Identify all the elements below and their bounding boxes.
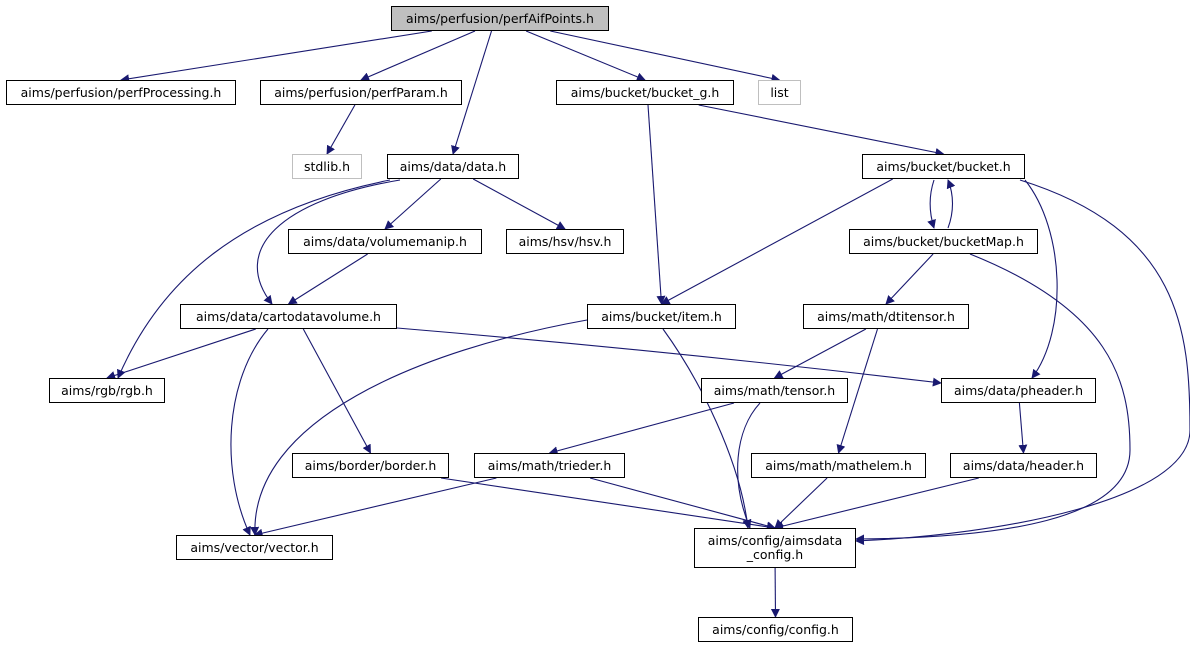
- edge-trieder-to-aimsdata-config: [590, 478, 775, 528]
- node-tensor[interactable]: aims/math/tensor.h: [701, 378, 848, 403]
- edge-pheader-to-header: [1019, 403, 1023, 453]
- edge-item-to-vector: [255, 320, 587, 535]
- edge-bucket-g-to-bucket: [699, 105, 944, 154]
- edge-mathelem-to-aimsdata-config: [775, 478, 827, 528]
- node-bucket-g[interactable]: aims/bucket/bucket_g.h: [556, 80, 734, 105]
- edge-data-to-volumemanip: [385, 179, 441, 229]
- edge-volumemanip-to-cartodatavolume: [289, 254, 368, 304]
- node-aimsdata-config[interactable]: aims/config/aimsdata _config.h: [694, 528, 856, 568]
- node-trieder[interactable]: aims/math/trieder.h: [474, 453, 625, 478]
- edge-trieder-to-vector: [255, 478, 497, 535]
- node-bucket[interactable]: aims/bucket/bucket.h: [862, 154, 1025, 179]
- edge-cartodatavolume-to-pheader: [397, 328, 941, 383]
- node-perfparam[interactable]: aims/perfusion/perfParam.h: [260, 80, 462, 105]
- node-bucketmap[interactable]: aims/bucket/bucketMap.h: [849, 229, 1038, 254]
- node-perfaifpoints[interactable]: aims/perfusion/perfAifPoints.h: [391, 6, 609, 31]
- edge-perfparam-to-stdlib: [327, 105, 355, 154]
- edge-bucket-to-bucketmap: [930, 180, 934, 228]
- node-data[interactable]: aims/data/data.h: [387, 154, 519, 179]
- edge-header-to-aimsdata-config: [775, 478, 979, 528]
- edge-bucket-g-to-item: [648, 105, 662, 304]
- node-list: list: [758, 80, 801, 105]
- edge-bucketmap-to-dtitensor: [886, 254, 933, 304]
- edge-data-to-hsv: [473, 179, 565, 229]
- edge-bucket-to-pheader: [1025, 180, 1057, 378]
- edge-cartodatavolume-to-vector: [231, 329, 268, 535]
- edge-border-to-aimsdata-config: [441, 478, 775, 528]
- edge-item-to-aimsdata-config: [663, 329, 748, 528]
- node-volumemanip[interactable]: aims/data/volumemanip.h: [288, 229, 482, 254]
- node-config[interactable]: aims/config/config.h: [698, 617, 853, 642]
- node-border[interactable]: aims/border/border.h: [292, 453, 449, 478]
- edge-perfaifpoints-to-perfparam: [361, 31, 475, 80]
- edge-dtitensor-to-tensor: [775, 329, 866, 378]
- edge-bucketmap-to-bucket: [948, 180, 953, 228]
- node-header[interactable]: aims/data/header.h: [950, 453, 1097, 478]
- node-rgb[interactable]: aims/rgb/rgb.h: [49, 378, 165, 403]
- node-cartodatavolume[interactable]: aims/data/cartodatavolume.h: [180, 304, 397, 329]
- edge-tensor-to-trieder: [550, 403, 735, 453]
- node-vector[interactable]: aims/vector/vector.h: [176, 535, 333, 560]
- edge-cartodatavolume-to-border: [303, 329, 370, 453]
- node-dtitensor[interactable]: aims/math/dtitensor.h: [803, 304, 969, 329]
- node-stdlib: stdlib.h: [292, 154, 362, 179]
- node-hsv[interactable]: aims/hsv/hsv.h: [506, 229, 624, 254]
- node-item[interactable]: aims/bucket/item.h: [587, 304, 736, 329]
- edge-perfaifpoints-to-perfprocessing: [121, 31, 432, 80]
- node-mathelem[interactable]: aims/math/mathelem.h: [751, 453, 926, 478]
- node-perfprocessing[interactable]: aims/perfusion/perfProcessing.h: [6, 80, 236, 105]
- node-pheader[interactable]: aims/data/pheader.h: [941, 378, 1096, 403]
